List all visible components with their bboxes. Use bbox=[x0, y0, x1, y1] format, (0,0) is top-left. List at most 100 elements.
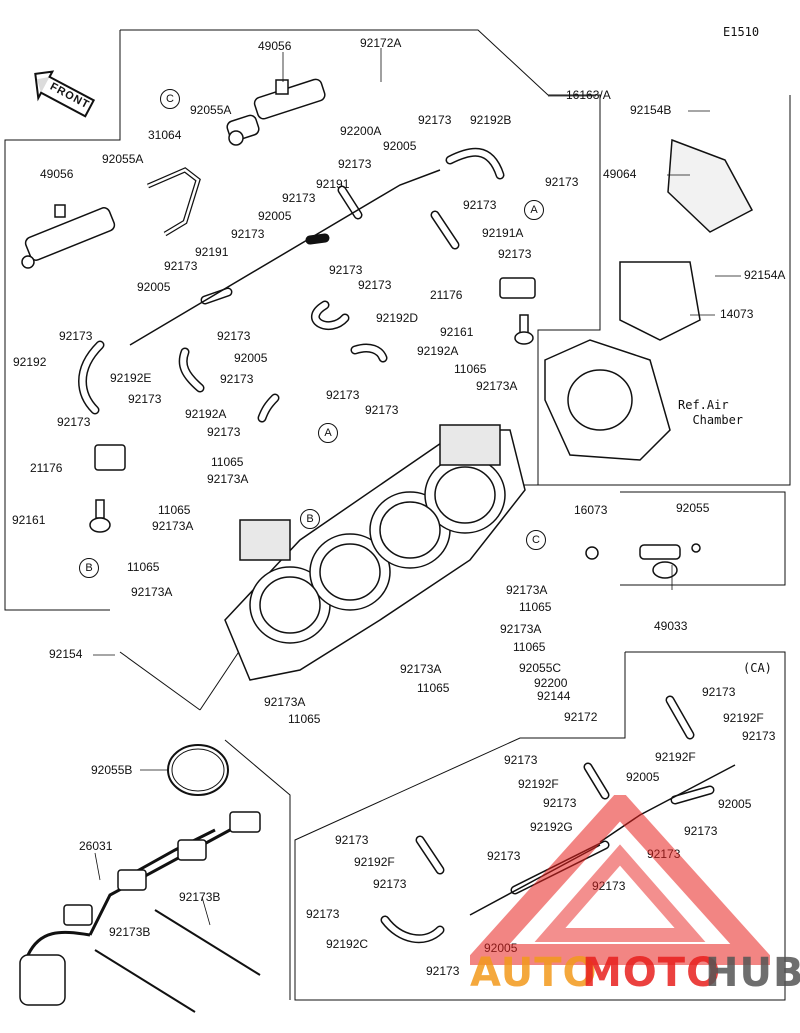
part-label[interactable]: 92173A bbox=[152, 519, 194, 533]
part-label[interactable]: 92005 bbox=[718, 797, 752, 811]
part-label[interactable]: 92173 bbox=[684, 824, 718, 838]
part-label[interactable]: 92172 bbox=[564, 710, 598, 724]
part-label[interactable]: 92191A bbox=[482, 226, 524, 240]
part-label[interactable]: 21176 bbox=[430, 288, 463, 302]
part-label[interactable]: 92173 bbox=[57, 415, 91, 429]
part-label[interactable]: 92173 bbox=[545, 175, 579, 189]
part-label[interactable]: 92192 bbox=[13, 355, 47, 369]
callout-a: A bbox=[318, 423, 338, 443]
part-label[interactable]: 92173A bbox=[131, 585, 173, 599]
part-label[interactable]: 92161 bbox=[12, 513, 46, 527]
part-label[interactable]: 92192A bbox=[417, 344, 459, 358]
part-label[interactable]: 92173A bbox=[476, 379, 518, 393]
part-label[interactable]: 92173 bbox=[231, 227, 265, 241]
part-label[interactable]: 92173 bbox=[59, 329, 93, 343]
part-label[interactable]: 92173 bbox=[128, 392, 162, 406]
part-label[interactable]: 16073 bbox=[574, 503, 608, 517]
sensors bbox=[89, 277, 536, 533]
part-label[interactable]: 11065 bbox=[158, 503, 191, 517]
part-label[interactable]: 92161 bbox=[440, 325, 474, 339]
part-label[interactable]: 11065 bbox=[127, 560, 160, 574]
part-label[interactable]: 11065 bbox=[519, 600, 552, 614]
part-label[interactable]: 92173 bbox=[504, 753, 538, 767]
fuel-rail-left bbox=[21, 204, 116, 269]
part-label[interactable]: 92200 bbox=[534, 676, 568, 690]
part-label[interactable]: 92192B bbox=[470, 113, 512, 127]
part-label[interactable]: 11065 bbox=[513, 640, 546, 654]
watermark-hub: HUB bbox=[705, 950, 800, 996]
part-label[interactable]: 92173B bbox=[179, 890, 221, 904]
part-label[interactable]: 92154A bbox=[744, 268, 786, 282]
part-label[interactable]: 92173 bbox=[702, 685, 736, 699]
part-label[interactable]: 49033 bbox=[654, 619, 688, 633]
part-label[interactable]: 92055B bbox=[91, 763, 133, 777]
part-label[interactable]: 92172A bbox=[360, 36, 402, 50]
part-label[interactable]: 92191 bbox=[195, 245, 229, 259]
part-label[interactable]: 26031 bbox=[79, 839, 113, 853]
part-label[interactable]: 92173 bbox=[426, 964, 460, 978]
part-label[interactable]: 92154 bbox=[49, 647, 83, 661]
part-label[interactable]: 92173 bbox=[282, 191, 316, 205]
part-label[interactable]: 92192F bbox=[723, 711, 764, 725]
part-label[interactable]: 92173 bbox=[358, 278, 392, 292]
part-label[interactable]: 31064 bbox=[148, 128, 182, 142]
part-label[interactable]: 92173 bbox=[326, 388, 360, 402]
part-label[interactable]: 11065 bbox=[288, 712, 321, 726]
part-label[interactable]: 92055A bbox=[190, 103, 232, 117]
part-label[interactable]: 92005 bbox=[258, 209, 292, 223]
part-label[interactable]: 92192A bbox=[185, 407, 227, 421]
part-label[interactable]: 92192E bbox=[110, 371, 152, 385]
part-label[interactable]: 92192F bbox=[518, 777, 559, 791]
part-label[interactable]: 92173A bbox=[207, 472, 249, 486]
part-label[interactable]: 92173A bbox=[264, 695, 306, 709]
part-label[interactable]: 92005 bbox=[137, 280, 171, 294]
part-label[interactable]: 92192F bbox=[655, 750, 696, 764]
part-label[interactable]: 92173 bbox=[306, 907, 340, 921]
part-label[interactable]: 92173 bbox=[329, 263, 363, 277]
part-label[interactable]: 92173 bbox=[220, 372, 254, 386]
part-label[interactable]: 92173 bbox=[742, 729, 776, 743]
part-label[interactable]: 92191 bbox=[316, 177, 350, 191]
part-label[interactable]: 92055A bbox=[102, 152, 144, 166]
part-label[interactable]: 92154B bbox=[630, 103, 672, 117]
part-label[interactable]: 92173 bbox=[487, 849, 521, 863]
part-label[interactable]: 92005 bbox=[626, 770, 660, 784]
part-label[interactable]: 92173 bbox=[543, 796, 577, 810]
part-label[interactable]: 11065 bbox=[454, 362, 487, 376]
part-label[interactable]: 92055C bbox=[519, 661, 562, 675]
part-label[interactable]: 92173A bbox=[500, 622, 542, 636]
part-label[interactable]: 92173 bbox=[373, 877, 407, 891]
part-label[interactable]: 92055 bbox=[676, 501, 710, 515]
part-label[interactable]: 49056 bbox=[258, 39, 292, 53]
part-label[interactable]: 92192D bbox=[376, 311, 419, 325]
part-label[interactable]: 49056 bbox=[40, 167, 74, 181]
part-label[interactable]: 92173A bbox=[506, 583, 548, 597]
part-label[interactable]: 92173 bbox=[338, 157, 372, 171]
part-label[interactable]: 92173 bbox=[418, 113, 452, 127]
part-label[interactable]: 92144 bbox=[537, 689, 571, 703]
part-label[interactable]: 92192C bbox=[326, 937, 369, 951]
part-label[interactable]: 92173A bbox=[400, 662, 442, 676]
part-label[interactable]: 11065 bbox=[417, 681, 450, 695]
part-label[interactable]: 92173 bbox=[498, 247, 532, 261]
part-label[interactable]: 92192F bbox=[354, 855, 395, 869]
part-label[interactable]: 92173 bbox=[365, 403, 399, 417]
part-label[interactable]: 92173 bbox=[164, 259, 198, 273]
part-label[interactable]: 92005 bbox=[383, 139, 417, 153]
part-label[interactable]: 92173 bbox=[463, 198, 497, 212]
part-label[interactable]: 92173 bbox=[207, 425, 241, 439]
part-label[interactable]: 92173 bbox=[335, 833, 369, 847]
part-label[interactable]: 21176 bbox=[30, 461, 63, 475]
part-label[interactable]: 92173 bbox=[217, 329, 251, 343]
part-label[interactable]: 11065 bbox=[211, 455, 244, 469]
part-label[interactable]: 49064 bbox=[603, 167, 637, 181]
part-label[interactable]: 92005 bbox=[234, 351, 268, 365]
part-label[interactable]: 92173B bbox=[109, 925, 151, 939]
part-label[interactable]: 92200A bbox=[340, 124, 382, 138]
callout-c: C bbox=[526, 530, 546, 550]
part-label[interactable]: 16163/A bbox=[566, 88, 611, 102]
cable-ties bbox=[94, 909, 261, 1013]
part-label[interactable]: 14073 bbox=[720, 307, 754, 321]
part-label[interactable]: 92192G bbox=[530, 820, 573, 834]
